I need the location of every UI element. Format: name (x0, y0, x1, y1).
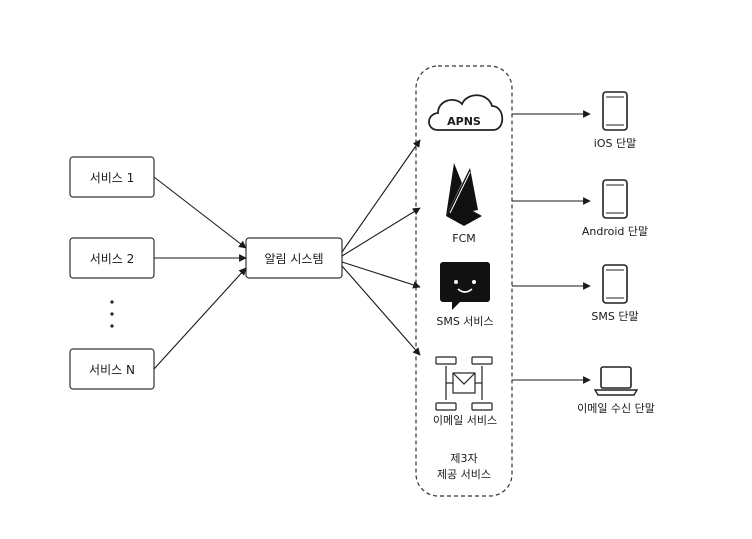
arrow-system-to-sms (341, 261, 421, 289)
arrow-system-to-email (341, 265, 421, 356)
arrow-service1-to-system (153, 176, 247, 249)
device-ios-label: iOS 단말 (594, 137, 636, 150)
device-email-label: 이메일 수신 단말 (577, 401, 655, 415)
third-party-caption-line2: 제공 서비스 (437, 468, 491, 481)
sms-label: SMS 서비스 (436, 315, 493, 328)
arrow-system-to-fcm (341, 207, 421, 257)
device-sms-label: SMS 단말 (591, 310, 638, 323)
service-label-n: 서비스 N (89, 363, 135, 377)
phone-icon (602, 179, 628, 219)
email-server-icon (435, 356, 493, 411)
device-android: Android 단말 (582, 179, 648, 238)
device-sms: SMS 단말 (591, 264, 639, 323)
third-party-caption-line1: 제3자 (450, 452, 477, 465)
apns-node: APNS (428, 94, 504, 131)
fcm-label: FCM (452, 232, 476, 245)
service-box-2: 서비스 2 (69, 237, 155, 279)
fcm-node: FCM (446, 163, 482, 245)
device-ios: iOS 단말 (594, 91, 636, 150)
service-box-n: 서비스 N (69, 348, 155, 390)
phone-icon (602, 264, 628, 304)
email-node: 이메일 서비스 (433, 356, 497, 427)
email-label: 이메일 서비스 (433, 413, 497, 427)
ellipsis-dots (110, 300, 114, 328)
arrow-serviceN-to-system (153, 267, 247, 370)
firebase-icon (446, 163, 482, 226)
notification-system-label: 알림 시스템 (264, 252, 323, 266)
notification-system-box: 알림 시스템 (245, 237, 343, 279)
apns-label: APNS (447, 115, 481, 128)
service-label-1: 서비스 1 (90, 171, 135, 185)
service-box-1: 서비스 1 (69, 156, 155, 198)
device-email: 이메일 수신 단말 (577, 366, 655, 415)
phone-icon (602, 91, 628, 131)
chat-bubble-icon (440, 262, 490, 310)
arrow-system-to-apns (341, 139, 421, 253)
service-label-2: 서비스 2 (90, 252, 135, 266)
third-party-container (415, 65, 513, 497)
laptop-icon (593, 366, 639, 396)
device-android-label: Android 단말 (582, 225, 648, 238)
sms-node: SMS 서비스 (436, 262, 494, 328)
cloud-icon (428, 94, 504, 131)
